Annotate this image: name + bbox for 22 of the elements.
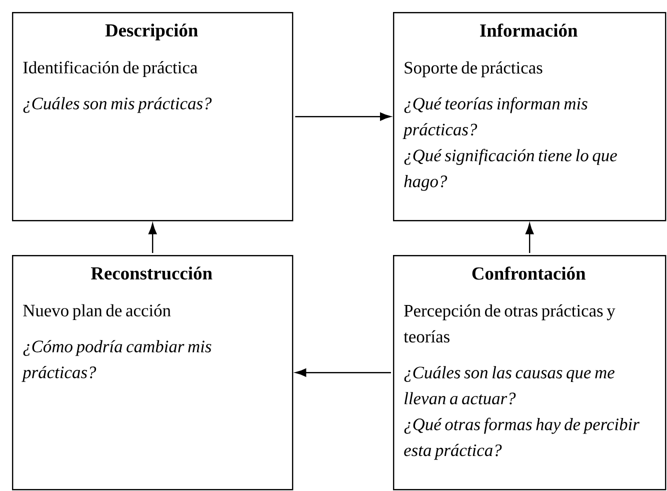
question-text: ¿Qué significación tiene lo que hago? [404, 148, 617, 191]
stage-box [393, 12, 666, 222]
description-text: Nuevo plan de acción [23, 304, 171, 320]
arrow [295, 368, 391, 377]
arrow [526, 223, 534, 253]
question-text: ¿Cuáles son mis prácticas? [23, 97, 212, 113]
stage-box [12, 255, 294, 490]
question-text: ¿Qué teorías informan mis prácticas? [402, 97, 588, 139]
description-text: Percepción de otras prácticas y teorías [404, 304, 616, 343]
question-text: ¿Cómo podría cambiar mis prácticas? [22, 340, 212, 382]
description-text: Soporte de prácticas [404, 61, 542, 78]
heading-text: Reconstrucción [91, 266, 212, 280]
question-text: ¿Cuáles son las causas que me llevan a actuar? [404, 366, 614, 404]
question-text: ¿Qué otras formas hay de percibir esta práctica? [404, 418, 640, 460]
heading-text: Confrontación [472, 266, 586, 280]
stage-box [393, 255, 666, 490]
heading-text: Descripción [105, 24, 198, 40]
heading-text: Información [480, 24, 578, 37]
arrow [295, 112, 391, 121]
arrow [148, 223, 157, 253]
stage-box [12, 12, 294, 222]
description-text: Identificación de práctica [23, 61, 198, 78]
